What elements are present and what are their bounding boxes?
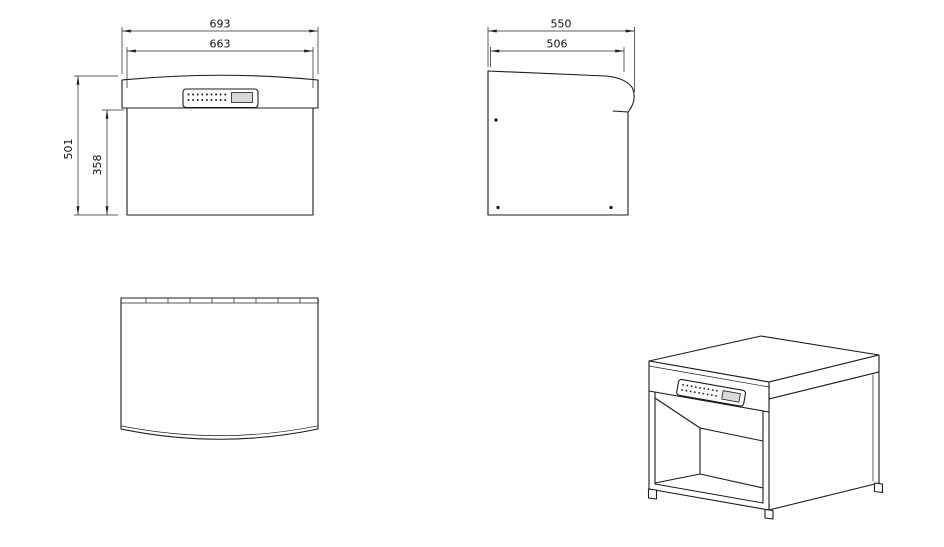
dim-text-front-inner-width: 663 (210, 38, 231, 51)
front-view-outline (121, 74, 319, 216)
side-view: 550 506 (487, 18, 635, 216)
side-view-outline (487, 70, 635, 216)
dim-front-outer-width: 693 (121, 18, 319, 74)
side-dimensions: 550 506 (487, 18, 635, 92)
control-panel-frame (182, 88, 259, 109)
control-panel-leds (187, 93, 227, 101)
dim-text-front-overall-height: 501 (62, 139, 75, 160)
dim-side-inner-depth: 506 (490, 38, 625, 72)
dim-text-front-body-height: 358 (91, 155, 104, 176)
iso-control-panel-display (721, 390, 741, 403)
dim-front-overall-height: 501 (62, 75, 118, 216)
iso-front-opening (648, 390, 770, 511)
dim-side-outer-depth: 550 (487, 18, 635, 92)
front-control-panel (182, 88, 259, 109)
dim-text-side-outer-depth: 550 (551, 18, 572, 31)
isometric-view (647, 335, 884, 520)
iso-feet (647, 482, 884, 520)
front-view: 693 663 501 358 (62, 18, 319, 216)
iso-control-panel-leds (681, 383, 718, 397)
dim-text-front-outer-width: 693 (210, 18, 231, 31)
control-panel-display (231, 92, 253, 103)
side-screw-dots (494, 118, 613, 210)
top-view-outline (120, 297, 319, 440)
dim-front-inner-width: 663 (126, 38, 314, 88)
iso-right-side-panel (768, 371, 880, 511)
dim-front-body-height: 358 (91, 109, 124, 216)
iso-control-panel-frame (676, 378, 747, 407)
dim-text-side-inner-depth: 506 (547, 38, 568, 51)
front-dimensions: 693 663 501 358 (62, 18, 319, 216)
iso-cap-lip-line (648, 365, 770, 388)
top-hinge-ticks (145, 298, 301, 303)
iso-control-panel (676, 378, 747, 407)
top-view (120, 297, 319, 440)
iso-interior-edges (654, 397, 764, 489)
